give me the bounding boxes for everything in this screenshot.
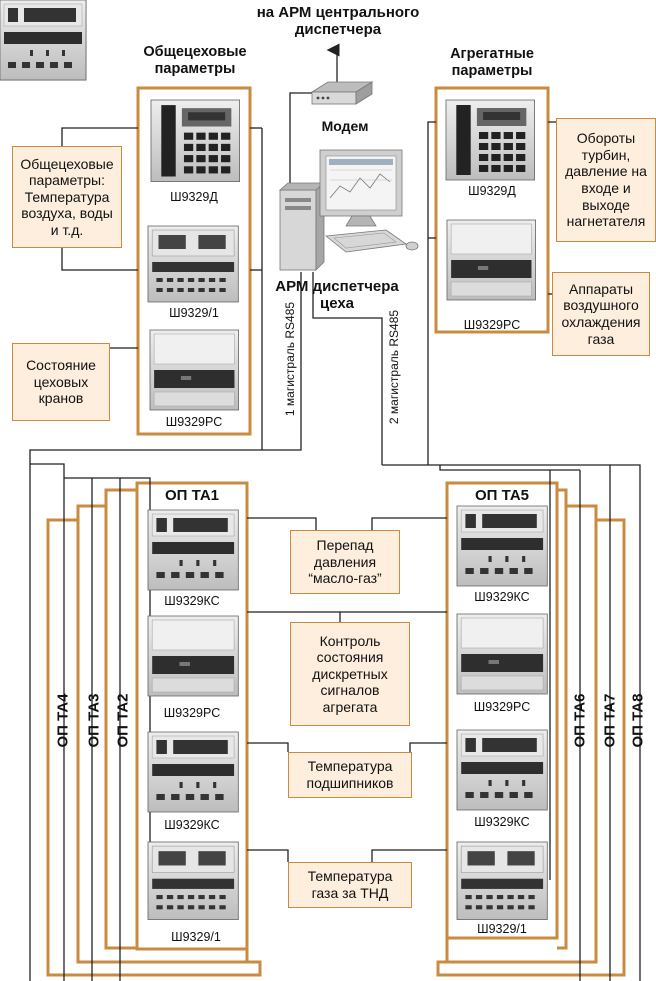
ta5-title: ОП ТА5 — [474, 487, 529, 504]
frame-ta8 — [436, 518, 626, 977]
note-turbines: Обороты турбин, давление на входе и выхо… — [556, 118, 656, 242]
unit-params-title: Агрегатные параметры — [420, 46, 564, 79]
device-label-unit-1: Ш9329Д — [468, 184, 516, 198]
device-label-unit-2: Ш9329РС — [463, 318, 521, 332]
modem-device — [310, 81, 374, 105]
device-image-ta5-4 — [456, 841, 548, 921]
note-pressure-drop: Перепад давления “масло-газ” — [290, 530, 400, 594]
ta7-title: ОП ТА7 — [601, 693, 619, 748]
workstation-pc — [278, 149, 419, 271]
note-discrete-signals: Контроль состояния дискретных сигналов а… — [290, 622, 410, 726]
device-image-ta5-2 — [456, 613, 548, 695]
ta2-title: ОП ТА2 — [114, 693, 132, 748]
unit-params-title-line2: параметры — [451, 62, 533, 79]
workstation-label: АРМ диспетчера цеха — [262, 278, 412, 313]
workstation-line1: АРМ диспетчера — [275, 278, 399, 295]
frame-shop-params — [136, 86, 252, 436]
frame-ta1 — [135, 481, 249, 951]
device-label-ta5-4: Ш9329/1 — [477, 922, 527, 936]
bus-line-2-label: 2 магистраль RS485 — [387, 309, 401, 425]
frame-ta7 — [445, 504, 598, 964]
central-dispatcher-line1: на АРМ центрального — [256, 4, 420, 21]
device-label-shop-1: Ш9329Д — [170, 190, 218, 204]
device-image-ta1-2 — [147, 615, 239, 697]
frame-ta5 — [445, 481, 559, 940]
device-image-shop-3 — [149, 329, 240, 411]
orange-frames — [46, 86, 626, 977]
frame-ta2 — [104, 488, 137, 950]
note-bearings-temp: Температура подшипников — [288, 752, 412, 798]
frame-ta4 — [46, 518, 262, 977]
shop-params-title: Общецеховые параметры — [120, 44, 270, 77]
device-label-shop-2: Ш9329/1 — [169, 306, 219, 320]
note-coolers: Аппараты воздушного охлаждения газа — [552, 272, 650, 356]
central-dispatcher-line2: диспетчера — [294, 21, 382, 39]
device-image-ta5-1 — [456, 505, 548, 587]
device-label-ta1-2: Ш9329РС — [163, 706, 221, 720]
device-label-ta5-3: Ш9329КС — [474, 815, 530, 829]
modem-label: Модем — [321, 118, 369, 134]
device-image-unit-2 — [446, 219, 537, 301]
frame-unit-params — [434, 86, 550, 334]
frame-ta3 — [76, 504, 249, 964]
device-image-unit-1 — [445, 99, 536, 181]
device-label-ta1-3: Ш9329КС — [164, 818, 220, 832]
ta3-title: ОП ТА3 — [85, 693, 103, 748]
device-label-ta5-2: Ш9329РС — [473, 700, 531, 714]
device-image-ta1-3 — [147, 731, 239, 813]
ta6-title: ОП ТА6 — [571, 693, 589, 748]
workstation-line2: цеха — [319, 295, 355, 313]
note-shop-params: Общецеховые параметры: Температура возду… — [12, 146, 122, 248]
device-image-ta1-4 — [147, 841, 239, 921]
device-label-ta5-1: Ш9329КС — [474, 590, 530, 604]
device-image-shop-2 — [147, 225, 239, 303]
central-dispatcher-label: на АРМ центрального диспетчера — [230, 4, 446, 39]
shop-params-title-line1: Общецеховые — [143, 44, 247, 60]
ta8-title: ОП ТА8 — [629, 693, 647, 748]
device-label-ta1-1: Ш9329КС — [164, 594, 220, 608]
black-wires — [29, 43, 641, 981]
device-label-ta1-4: Ш9329/1 — [171, 930, 221, 944]
note-gas-temp: Температура газа за ТНД — [288, 862, 412, 908]
bus-line-1-label: 1 магистраль RS485 — [283, 301, 297, 417]
shop-params-title-line2: параметры — [154, 60, 236, 77]
ta4-title: ОП ТА4 — [54, 693, 72, 748]
device-image-shop-1 — [150, 99, 241, 183]
device-image-ta5-3 — [456, 729, 548, 811]
device-controller-model — [0, 0, 87, 81]
note-valves: Состояние цеховых кранов — [12, 343, 110, 421]
unit-params-title-line1: Агрегатные — [450, 46, 534, 62]
ta1-title: ОП ТА1 — [164, 487, 219, 504]
device-label-shop-3: Ш9329РС — [165, 415, 223, 429]
frame-ta6 — [557, 488, 568, 950]
device-image-ta1-1 — [147, 509, 239, 591]
